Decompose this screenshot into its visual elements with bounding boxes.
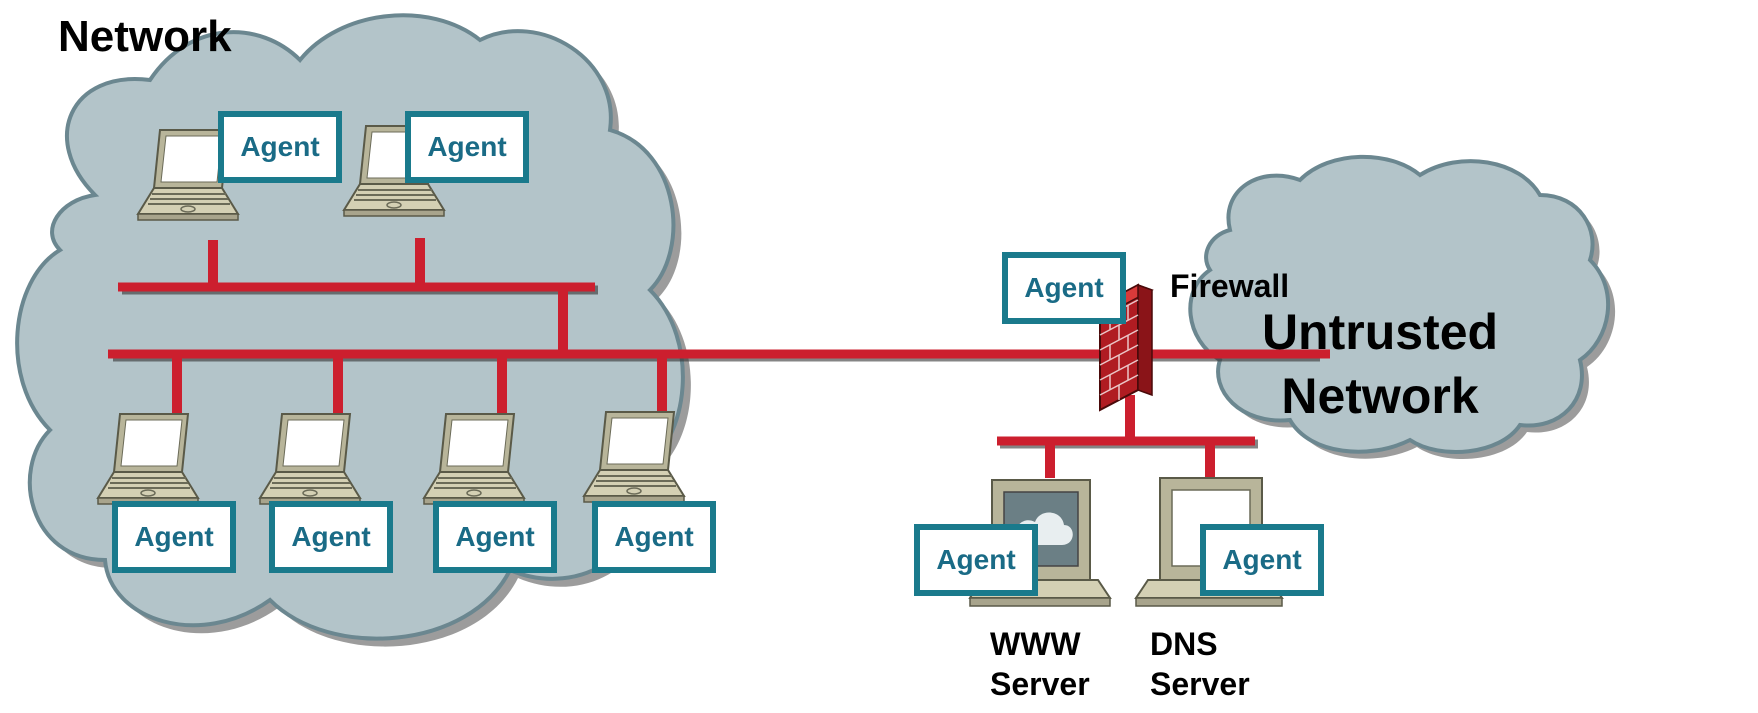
dns-server-label-line2: Server <box>1150 666 1250 702</box>
firewall-label: Firewall <box>1170 268 1290 304</box>
agent-badge-laptop-1: Agent <box>218 111 342 183</box>
www-server-label: WWW Server <box>990 624 1090 704</box>
dns-server-label: DNS Server <box>1150 624 1250 704</box>
agent-badge-laptop-5: Agent <box>433 501 557 573</box>
untrusted-network-label-line1: Untrusted <box>1261 304 1499 360</box>
untrusted-network-label: Untrusted Network <box>1230 300 1530 428</box>
agent-badge-firewall: Agent <box>1002 252 1126 324</box>
corporate-network-label: Network <box>58 12 232 61</box>
agent-badge-laptop-2: Agent <box>405 111 529 183</box>
untrusted-network-cloud <box>1188 154 1616 459</box>
www-server-label-line2: Server <box>990 666 1090 702</box>
untrusted-network-label-line2: Network <box>1281 368 1479 424</box>
agent-badge-www-server: Agent <box>914 524 1038 596</box>
agent-badge-dns-server: Agent <box>1200 524 1324 596</box>
agent-badge-laptop-4: Agent <box>269 501 393 573</box>
www-server-label-line1: WWW <box>990 626 1081 662</box>
agent-badge-laptop-6: Agent <box>592 501 716 573</box>
agent-badge-laptop-3: Agent <box>112 501 236 573</box>
dns-server-label-line1: DNS <box>1150 626 1218 662</box>
